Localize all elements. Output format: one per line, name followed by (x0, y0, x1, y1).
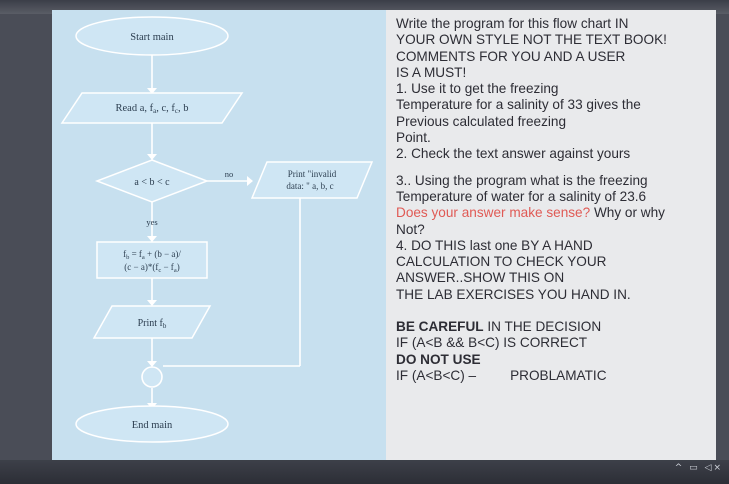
arrowhead (147, 236, 157, 242)
arrowhead (147, 154, 157, 160)
print-output-box (92, 305, 212, 339)
instruction-line: COMMENTS FOR YOU AND A USER (396, 48, 626, 64)
instruction-line: 1. Use it to get the freezing (396, 81, 559, 97)
invalid-line1: Print "invalid (288, 169, 337, 179)
formula-process-box (96, 241, 208, 279)
yes-label: yes (146, 217, 157, 227)
question3-line: 3.. Using the program what is the freezi… (396, 172, 648, 188)
instruction-line: Write the program for this flow chart IN (396, 16, 629, 31)
arrowhead (147, 361, 157, 367)
formula-line2: (c − a)*(fc − fa) (124, 262, 179, 274)
careful-tail: IN THE DECISION (483, 319, 602, 335)
if-wrong-text: IF (A<B<C) – (396, 367, 477, 383)
question3-line: Not? (396, 221, 425, 237)
flowchart-diagram: Start main Read a, fa, c, fc, b a < b < … (60, 16, 374, 443)
print-label: Print fb (138, 318, 167, 330)
do-not-use-line: DO NOT USE (396, 351, 481, 367)
invalid-line2: data: " a, b, c (286, 181, 333, 191)
instruction-line: 2. Check the text answer against yours (396, 146, 631, 162)
decision-diamond (94, 159, 210, 203)
question3-line: Temperature of water for a salinity of 2… (396, 188, 647, 204)
merge-connector (141, 366, 163, 388)
if-correct-line: IF (A<B && B<C) IS CORRECT (396, 335, 588, 351)
question4-line: 4. DO THIS last one BY A HAND (396, 237, 593, 253)
end-label: End main (132, 420, 173, 431)
instruction-line: YOUR OWN STYLE NOT THE TEXT BOOK! (396, 32, 667, 48)
problematic-label: PROBLAMATIC (510, 367, 607, 383)
instruction-line: Previous calculated freezing (396, 113, 567, 129)
formula-line1: fb = fa + (b − a)/ (123, 249, 181, 261)
question4-line: ANSWER..SHOW THIS ON (396, 270, 565, 286)
arrowhead (147, 88, 157, 94)
system-tray[interactable]: ^ ▭ ◁× (674, 463, 723, 473)
flowchart-panel: Start main Read a, fa, c, fc, b a < b < … (52, 10, 386, 460)
instruction-line: Temperature for a salinity of 33 gives t… (396, 97, 641, 113)
careful-line: BE CAREFUL IN THE DECISION (396, 319, 714, 335)
taskbar (0, 460, 729, 484)
question4-line: CALCULATION TO CHECK YOUR (396, 254, 607, 270)
question4-line: THE LAB EXERCISES YOU HAND IN. (396, 286, 631, 302)
no-label: no (225, 169, 234, 179)
arrowhead (247, 176, 253, 186)
decision-label: a < b < c (134, 177, 170, 188)
if-wrong-line: IF (A<B<C) – PROBLAMATIC (396, 368, 714, 384)
question3-tail: Why or why (590, 205, 665, 221)
start-label: Start main (130, 32, 174, 43)
start-terminator (75, 16, 229, 56)
read-input-label: Read a, fa, c, fc, b (116, 103, 189, 115)
arrowhead (147, 300, 157, 306)
instruction-line: Point. (396, 130, 431, 146)
instructions-panel: Write the program for this flow chart IN… (396, 16, 714, 384)
instruction-line: IS A MUST! (396, 64, 467, 80)
end-terminator (75, 405, 229, 443)
question3-highlight: Does your answer make sense? (396, 205, 591, 221)
read-input-box (60, 92, 244, 124)
careful-bold: BE CAREFUL (396, 319, 484, 335)
invalid-data-box (250, 161, 374, 199)
question3-line: Does your answer make sense? Why or why (396, 205, 714, 221)
